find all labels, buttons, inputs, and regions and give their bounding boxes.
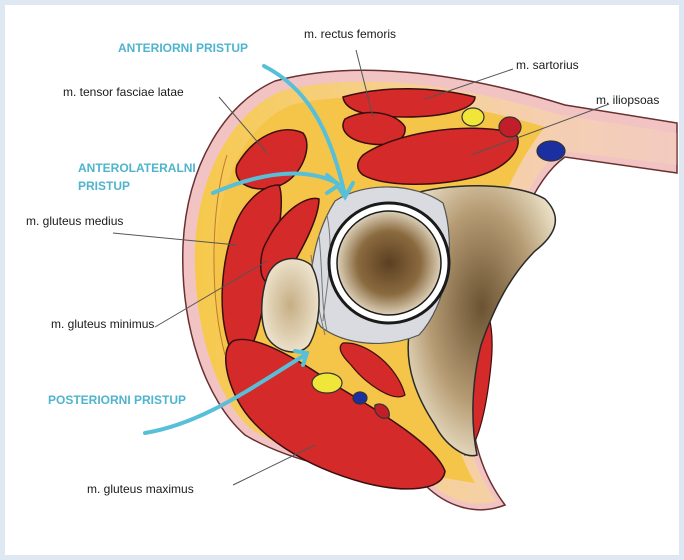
- figure-panel: ANTERIORNI PRISTUP ANTEROLATERALNI PRIST…: [5, 5, 679, 555]
- gluteus-maximus-label: m. gluteus maximus: [87, 482, 194, 496]
- gluteus-medius-label: m. gluteus medius: [26, 214, 123, 228]
- gluteal-vein: [353, 392, 367, 404]
- femoral-vein: [537, 141, 565, 161]
- greater-trochanter: [262, 259, 319, 352]
- tensor-fasciae-latae-label: m. tensor fasciae latae: [63, 85, 184, 99]
- posterior-approach-label: POSTERIORNI PRISTUP: [48, 390, 186, 410]
- rectus-femoris-label: m. rectus femoris: [304, 27, 396, 41]
- femoral-nerve: [462, 108, 484, 126]
- sciatic-nerve: [312, 373, 342, 393]
- femoral-artery: [499, 117, 521, 137]
- gluteus-minimus-label: m. gluteus minimus: [51, 317, 154, 331]
- iliopsoas-label: m. iliopsoas: [596, 93, 659, 107]
- anterolateral-approach-label-line2: PRISTUP: [78, 176, 130, 196]
- anterolateral-approach-label-line1: ANTEROLATERALNI: [78, 158, 196, 178]
- anterior-approach-label: ANTERIORNI PRISTUP: [118, 38, 248, 58]
- sartorius-label: m. sartorius: [516, 58, 579, 72]
- femoral-head-inner: [337, 211, 441, 315]
